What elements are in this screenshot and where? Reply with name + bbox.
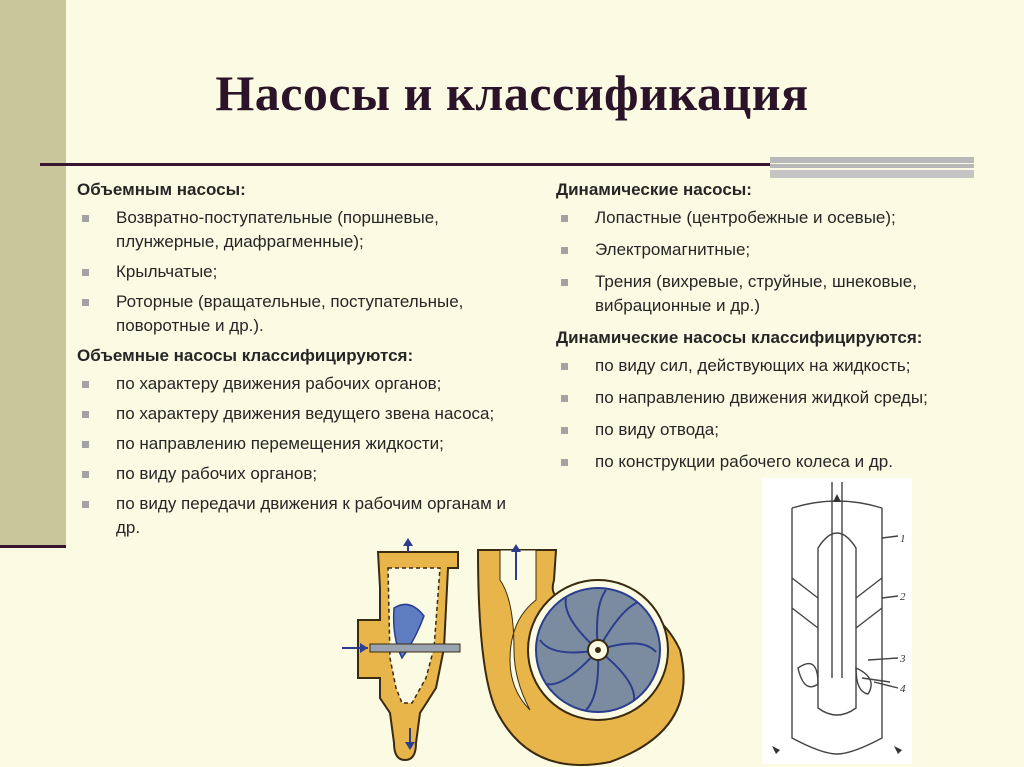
part-label-2: 2 (900, 591, 906, 603)
axial-pump-sketch (762, 478, 912, 764)
centrifugal-pump-section-diagram (342, 538, 461, 762)
list-item: по конструкции рабочего колеса и др. (556, 450, 996, 474)
list-item: по направлению движения жидкой среды; (556, 386, 996, 410)
dynamic-classification-list: по виду сил, действующих на жидкость; по… (556, 354, 996, 474)
list-item: по виду сил, действующих на жидкость; (556, 354, 996, 378)
list-item: Электромагнитные; (556, 238, 996, 262)
part-label-3: 3 (899, 653, 906, 665)
volute-impeller-diagram (476, 544, 685, 766)
dynamic-pumps-column: Динамические насосы: Лопастные (центробе… (556, 178, 996, 482)
left-band-underline (0, 545, 66, 548)
volumetric-classification-list: по характеру движения рабочих органов; п… (77, 372, 517, 540)
list-item: по виду отвода; (556, 418, 996, 442)
slide-title: Насосы и классификация (215, 65, 809, 121)
part-label-1: 1 (900, 533, 906, 545)
axial-pump-labels: 1 2 3 4 (899, 533, 906, 695)
part-label-4: 4 (900, 683, 906, 695)
list-item: по характеру движения рабочих органов; (77, 372, 517, 396)
volumetric-pumps-heading: Объемным насосы: (77, 180, 246, 199)
list-item: Трения (вихревые, струйные, шнековые, ви… (556, 270, 996, 318)
list-item: Возвратно-поступательные (поршневые, плу… (77, 206, 517, 254)
list-item: по характеру движения ведущего звена нас… (77, 402, 517, 426)
dynamic-classification-heading: Динамические насосы классифицируются: (556, 328, 923, 347)
divider-accent-bars (770, 157, 974, 178)
volumetric-pumps-column: Объемным насосы: Возвратно-поступательны… (77, 178, 517, 546)
list-item: по виду рабочих органов; (77, 462, 517, 486)
volumetric-pumps-list: Возвратно-поступательные (поршневые, плу… (77, 206, 517, 338)
dynamic-pumps-list: Лопастные (центробежные и осевые); Элект… (556, 206, 996, 318)
list-item: Роторные (вращательные, поступательные, … (77, 290, 517, 338)
title-divider (40, 163, 974, 166)
list-item: Крыльчатые; (77, 260, 517, 284)
left-accent-band (0, 0, 66, 545)
list-item: по направлению перемещения жидкости; (77, 432, 517, 456)
volumetric-classification-heading: Объемные насосы классифицируются: (77, 346, 414, 365)
list-item: Лопастные (центробежные и осевые); (556, 206, 996, 230)
dynamic-pumps-heading: Динамические насосы: (556, 180, 752, 199)
list-item: по виду передачи движения к рабочим орга… (77, 492, 517, 540)
